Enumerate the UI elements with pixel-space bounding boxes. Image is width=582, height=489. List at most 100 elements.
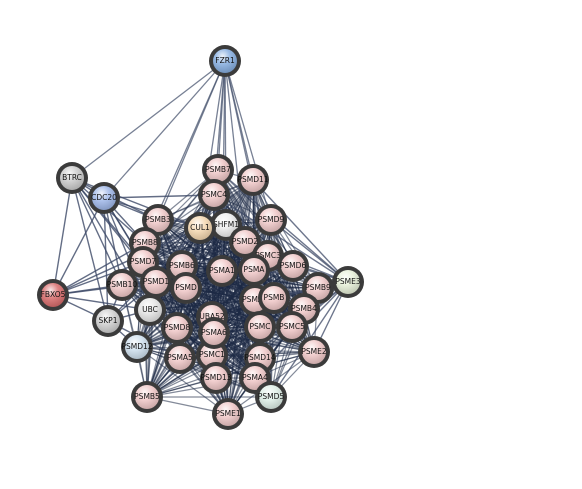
interaction-edge [213, 194, 349, 283]
interaction-edge [103, 194, 215, 199]
node-gloss [259, 385, 283, 409]
node-psmb10[interactable]: PSMB10 [106, 269, 138, 301]
node-skp1[interactable]: SKP1 [92, 305, 124, 337]
node-label: PSMD12 [121, 342, 152, 351]
node-label: FBXO5 [41, 290, 66, 299]
node-psmd1[interactable]: PSMD1 [140, 266, 172, 298]
node-psmd5[interactable]: PSMD5 [255, 381, 287, 413]
node-fzr1[interactable]: FZR1 [209, 45, 241, 77]
node-psma[interactable]: PSMA [238, 254, 270, 286]
node-gloss [210, 259, 234, 283]
interaction-edge [252, 179, 349, 283]
node-psmb4[interactable]: PSMB4 [288, 293, 320, 325]
interaction-edge [136, 346, 229, 415]
node-label: PSMB6 [169, 261, 195, 270]
interaction-edge [149, 287, 319, 311]
node-label: PSMD13 [200, 373, 231, 382]
node-gloss [188, 216, 212, 240]
node-label: PSMD1 [143, 277, 170, 286]
node-gloss [200, 343, 224, 367]
node-gloss [138, 298, 162, 322]
node-gloss [144, 270, 168, 294]
node-label: PSMA5 [167, 353, 193, 362]
node-gloss [248, 315, 272, 339]
node-psmc4[interactable]: PSMC4 [198, 179, 230, 211]
node-gloss [281, 254, 305, 278]
node-btrc[interactable]: BTRC [56, 162, 88, 194]
interaction-edge [146, 287, 187, 398]
node-psma1[interactable]: PSMA1 [206, 255, 238, 287]
node-label: PSMD8 [164, 323, 191, 332]
node-gloss [125, 335, 149, 359]
node-gloss [214, 213, 238, 237]
node-gloss [216, 402, 240, 426]
interaction-edge [224, 60, 246, 243]
node-label: PSME1 [215, 409, 240, 418]
node-gloss [135, 385, 159, 409]
node-label: PSMD9 [258, 215, 285, 224]
node-gloss [168, 346, 192, 370]
node-label: PSMB7 [205, 165, 231, 174]
node-gloss [174, 276, 198, 300]
node-psmc5[interactable]: PSMC5 [276, 311, 308, 343]
node-label: SKP1 [99, 316, 118, 325]
node-psmc[interactable]: PSMC [244, 311, 276, 343]
node-label: PSMC5 [279, 322, 305, 331]
node-psme2[interactable]: PSME2 [298, 336, 330, 368]
node-psmd2[interactable]: PSMD2 [229, 226, 261, 258]
node-label: CUL1 [190, 223, 210, 232]
node-gloss [170, 254, 194, 278]
node-label: PSMD14 [244, 353, 275, 362]
node-psmd11[interactable]: PSMD11 [237, 164, 269, 196]
node-psmb5[interactable]: PSMB5 [131, 381, 163, 413]
node-psma6[interactable]: PSMA6 [198, 317, 230, 349]
node-psme3[interactable]: PSME3 [332, 266, 364, 298]
interaction-edge [52, 227, 201, 296]
node-label: PSMD [175, 283, 197, 292]
interaction-edge [103, 197, 109, 322]
interaction-edge [71, 60, 226, 179]
node-label: FZR1 [215, 56, 235, 65]
node-psma5[interactable]: PSMA5 [164, 342, 196, 374]
node-gloss [213, 49, 237, 73]
node-label: PSMA6 [201, 328, 227, 337]
node-psmd12[interactable]: PSMD12 [121, 331, 153, 363]
node-cdc20[interactable]: CDC20 [88, 182, 120, 214]
interaction-edge [224, 60, 272, 221]
node-psmd[interactable]: PSMD [170, 272, 202, 304]
node-fbxo5[interactable]: FBXO5 [37, 279, 69, 311]
interaction-edge [146, 377, 256, 398]
node-gloss [262, 286, 286, 310]
node-psmb6[interactable]: PSMB6 [166, 250, 198, 282]
interaction-edge [52, 281, 157, 296]
node-label: PSMC4 [201, 190, 227, 199]
node-label: PSMA [244, 265, 266, 274]
node-psmb[interactable]: PSMB [258, 282, 290, 314]
node-ubc[interactable]: UBC [134, 294, 166, 326]
node-psmd13[interactable]: PSMD13 [200, 362, 232, 394]
node-label: PSMD7 [130, 257, 157, 266]
node-label: PSMA1 [209, 266, 235, 275]
node-psmd8[interactable]: PSMD8 [161, 312, 193, 344]
node-psme1[interactable]: PSME1 [212, 398, 244, 430]
interaction-edge [103, 60, 226, 199]
node-label: PSMB8 [132, 238, 158, 247]
node-psmd9[interactable]: PSMD9 [255, 204, 287, 236]
node-label: PSMB4 [291, 304, 317, 313]
node-label: PSMC1 [199, 350, 225, 359]
node-label: UBC [142, 305, 158, 314]
node-cul1[interactable]: CUL1 [184, 212, 216, 244]
node-psmd6[interactable]: PSMD6 [277, 250, 309, 282]
node-gloss [233, 230, 257, 254]
node-label: PSMA4 [242, 373, 268, 382]
node-label: PSMB10 [107, 280, 138, 289]
node-label: BTRC [62, 173, 82, 182]
node-gloss [259, 208, 283, 232]
node-gloss [146, 208, 170, 232]
node-gloss [280, 315, 304, 339]
node-label: PSMB5 [134, 392, 160, 401]
node-gloss [243, 366, 267, 390]
node-label: PSMA7 [242, 295, 268, 304]
interaction-edge [136, 269, 255, 348]
node-psmb7[interactable]: PSMB7 [202, 154, 234, 186]
